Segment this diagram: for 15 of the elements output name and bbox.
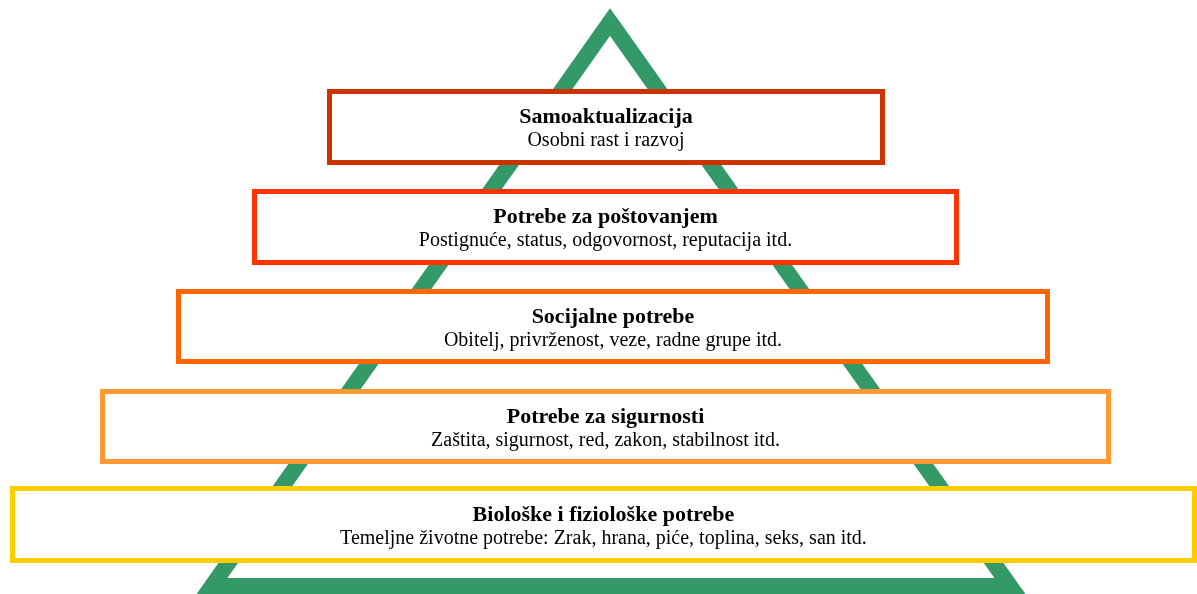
level-description: Obitelj, privrženost, veze, radne grupe itd. — [443, 327, 783, 350]
level-title: Socijalne potrebe — [531, 303, 695, 328]
level-box — [252, 189, 959, 265]
level-description: Osobni rast i razvoj — [527, 128, 685, 150]
level-box — [176, 289, 1050, 364]
level-title: Biološke i fiziološke potrebe — [472, 501, 735, 526]
level-box — [100, 389, 1111, 464]
level-title: Potrebe za sigurnosti — [506, 403, 705, 428]
level-description: Zaštita, sigurnost, red, zakon, stabilnost itd. — [431, 427, 780, 450]
level-box — [10, 486, 1197, 563]
level-title: Potrebe za poštovanjem — [493, 204, 718, 228]
level-description: Postignuće, status, odgovornost, reputacija itd. — [418, 228, 793, 250]
level-description: Temeljne životne potrebe: Zrak, hrana, piće, toplina, seks, san itd. — [340, 525, 867, 548]
level-title: Samoaktualizacija — [519, 104, 693, 128]
level-box — [327, 89, 885, 165]
